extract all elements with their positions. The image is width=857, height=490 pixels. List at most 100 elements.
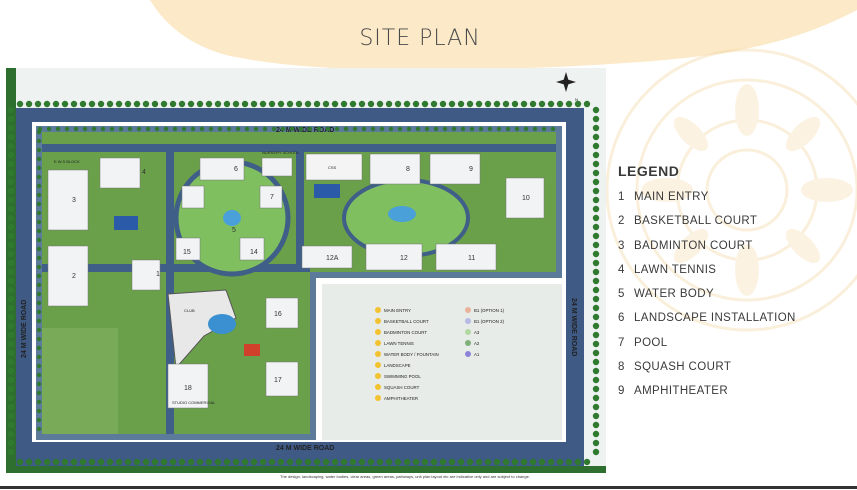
- tree-marker: [496, 126, 502, 132]
- tree-marker: [36, 273, 42, 279]
- tree-marker: [109, 126, 115, 132]
- lawn-tennis-court: [314, 184, 340, 198]
- compass-rose-icon: N: [556, 72, 578, 102]
- ews-block-label: E.W.S BLOCK: [54, 159, 80, 164]
- tree-marker: [376, 458, 384, 466]
- tree-marker: [367, 458, 375, 466]
- tree-marker: [448, 100, 456, 108]
- tree-marker: [36, 255, 42, 261]
- map-key-type: B1 (OPTION 2): [474, 319, 505, 324]
- map-key-item: WATER BODY / FOUNTAIN: [384, 352, 439, 357]
- tower-label-14: 14: [250, 249, 258, 256]
- tree-marker: [61, 100, 69, 108]
- tree-marker: [106, 458, 114, 466]
- tree-marker: [268, 100, 276, 108]
- tree-marker: [79, 458, 87, 466]
- tree-marker: [36, 210, 42, 216]
- tree-marker: [307, 126, 313, 132]
- mandala-decoration: [605, 48, 857, 332]
- tree-marker: [295, 100, 303, 108]
- tree-marker: [304, 100, 312, 108]
- tree-marker: [532, 126, 538, 132]
- tree-marker: [523, 126, 529, 132]
- tree-marker: [385, 100, 393, 108]
- tower-label-15: 15: [183, 249, 191, 256]
- tree-marker: [36, 237, 42, 243]
- tree-marker: [61, 458, 69, 466]
- tree-marker: [7, 178, 15, 186]
- map-key-item: BADMINTON COURT: [384, 330, 427, 335]
- tree-marker: [181, 126, 187, 132]
- tree-marker: [457, 100, 465, 108]
- tree-marker: [511, 100, 519, 108]
- tree-marker: [7, 277, 15, 285]
- tree-marker: [574, 100, 582, 108]
- tree-marker: [36, 426, 42, 432]
- tree-marker: [313, 100, 321, 108]
- tree-marker: [7, 187, 15, 195]
- tree-marker: [25, 458, 33, 466]
- tree-marker: [36, 309, 42, 315]
- tree-marker: [592, 421, 600, 429]
- tree-marker: [592, 268, 600, 276]
- tree-marker: [550, 126, 556, 132]
- tree-marker: [352, 126, 358, 132]
- tree-marker: [259, 458, 267, 466]
- tree-marker: [52, 100, 60, 108]
- tree-marker: [88, 100, 96, 108]
- tree-marker: [442, 126, 448, 132]
- tree-marker: [583, 100, 591, 108]
- tree-marker: [370, 126, 376, 132]
- tree-marker: [466, 100, 474, 108]
- tree-marker: [592, 430, 600, 438]
- tower-label-17: 17: [274, 377, 282, 384]
- tree-marker: [7, 448, 15, 456]
- tree-marker: [286, 458, 294, 466]
- tower-label-2: 2: [72, 273, 76, 280]
- tree-marker: [7, 430, 15, 438]
- tree-marker: [97, 100, 105, 108]
- tree-marker: [538, 100, 546, 108]
- tree-marker: [460, 126, 466, 132]
- tree-marker: [244, 126, 250, 132]
- tree-marker: [36, 219, 42, 225]
- tree-marker: [529, 458, 537, 466]
- tree-marker: [36, 327, 42, 333]
- tree-marker: [7, 142, 15, 150]
- tree-marker: [253, 126, 259, 132]
- tree-marker: [52, 458, 60, 466]
- tree-marker: [205, 458, 213, 466]
- tree-marker: [475, 458, 483, 466]
- tree-marker: [7, 250, 15, 258]
- tree-marker: [7, 133, 15, 141]
- road-label-left: 24 M WIDE ROAD: [21, 300, 28, 358]
- tree-marker: [262, 126, 268, 132]
- map-key-item: MAIN ENTRY: [384, 308, 411, 313]
- tree-marker: [340, 458, 348, 466]
- site-plan-map: 1 2 3 4 5 6 7 8 9 10 11 12 12A 14 15 16 …: [6, 68, 606, 473]
- tree-marker: [520, 458, 528, 466]
- tree-marker: [169, 100, 177, 108]
- tree-marker: [592, 223, 600, 231]
- tree-marker: [70, 458, 78, 466]
- css-block: [305, 153, 363, 181]
- tree-marker: [151, 100, 159, 108]
- tree-marker: [36, 174, 42, 180]
- tree-marker: [226, 126, 232, 132]
- tree-marker: [88, 458, 96, 466]
- tree-marker: [187, 458, 195, 466]
- tree-marker: [277, 100, 285, 108]
- tree-marker: [7, 313, 15, 321]
- tree-marker: [145, 126, 151, 132]
- tree-marker: [295, 458, 303, 466]
- tree-marker: [36, 345, 42, 351]
- tree-marker: [46, 126, 52, 132]
- tree-marker: [412, 458, 420, 466]
- tree-marker: [36, 417, 42, 423]
